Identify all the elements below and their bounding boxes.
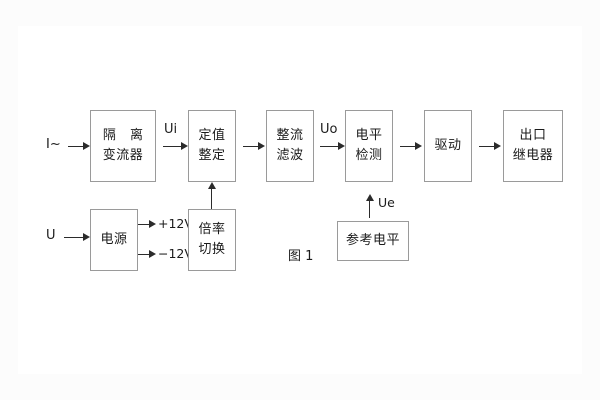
block-isolation-ct-line-2: 变流器 xyxy=(102,148,144,163)
signal-arrow-uo xyxy=(338,142,345,150)
rail-label-negative: −12V xyxy=(158,246,193,261)
link-line-level-to-drive xyxy=(400,146,418,147)
rail-arrow-negative xyxy=(149,250,156,258)
signal-label-ui: Ui xyxy=(164,122,178,137)
block-setting-line-2: 整定 xyxy=(198,148,226,163)
input-line-voltage xyxy=(64,237,85,238)
input-label-voltage: U xyxy=(46,228,56,243)
rail-line-positive xyxy=(138,224,152,225)
link-line-drive-to-relay xyxy=(479,146,497,147)
figure-caption: 图 1 xyxy=(288,249,314,264)
input-arrow-current xyxy=(83,142,90,150)
block-output-relay-line-1: 出口 xyxy=(519,127,547,143)
signal-line-uo xyxy=(320,146,341,147)
block-multiplier-switch-line-1: 倍率 xyxy=(198,221,226,237)
link-arrow-multiplier-to-setting xyxy=(208,182,216,189)
link-line-setting-to-rectify xyxy=(243,146,261,147)
signal-line-ue xyxy=(369,199,370,218)
block-drive-line-1: 驱动 xyxy=(434,137,462,153)
diagram-panel xyxy=(18,26,582,374)
input-label-current: I~ xyxy=(46,137,61,152)
block-drive: 驱动 xyxy=(424,110,472,182)
signal-arrow-ui xyxy=(181,142,188,150)
block-multiplier-switch-line-2: 切换 xyxy=(198,242,226,257)
link-arrow-level-to-drive xyxy=(415,142,422,150)
block-level-detect-line-2: 检测 xyxy=(355,148,383,163)
block-reference-level-line-1: 参考电平 xyxy=(345,232,400,248)
block-setting-line-1: 定值 xyxy=(198,127,226,143)
link-arrow-setting-to-rectify xyxy=(258,142,265,150)
block-level-detect-line-1: 电平 xyxy=(355,127,383,143)
link-arrow-drive-to-relay xyxy=(494,142,501,150)
block-isolation-ct: 隔 离 变流器 xyxy=(90,110,156,182)
block-output-relay: 出口 继电器 xyxy=(503,110,563,182)
block-rectify-filter-line-1: 整流 xyxy=(276,127,304,143)
rail-line-negative xyxy=(138,254,152,255)
rail-label-positive: +12V xyxy=(158,216,193,231)
signal-arrow-ue xyxy=(366,194,374,201)
input-arrow-voltage xyxy=(83,233,90,241)
block-setting: 定值 整定 xyxy=(188,110,236,182)
block-isolation-ct-line-1: 隔 离 xyxy=(102,127,149,143)
signal-label-ue: Ue xyxy=(378,195,395,210)
signal-line-ui xyxy=(163,146,184,147)
block-rectify-filter-line-2: 滤波 xyxy=(276,148,304,163)
signal-label-uo: Uo xyxy=(320,122,338,137)
block-reference-level: 参考电平 xyxy=(337,221,409,261)
block-power-supply-line-1: 电源 xyxy=(100,231,128,247)
block-output-relay-line-2: 继电器 xyxy=(512,148,554,163)
input-line-current xyxy=(68,146,85,147)
block-rectify-filter: 整流 滤波 xyxy=(266,110,314,182)
link-line-multiplier-to-setting xyxy=(211,187,212,209)
block-power-supply: 电源 xyxy=(90,209,138,271)
block-multiplier-switch: 倍率 切换 xyxy=(188,209,236,271)
block-level-detect: 电平 检测 xyxy=(345,110,393,182)
rail-arrow-positive xyxy=(149,220,156,228)
